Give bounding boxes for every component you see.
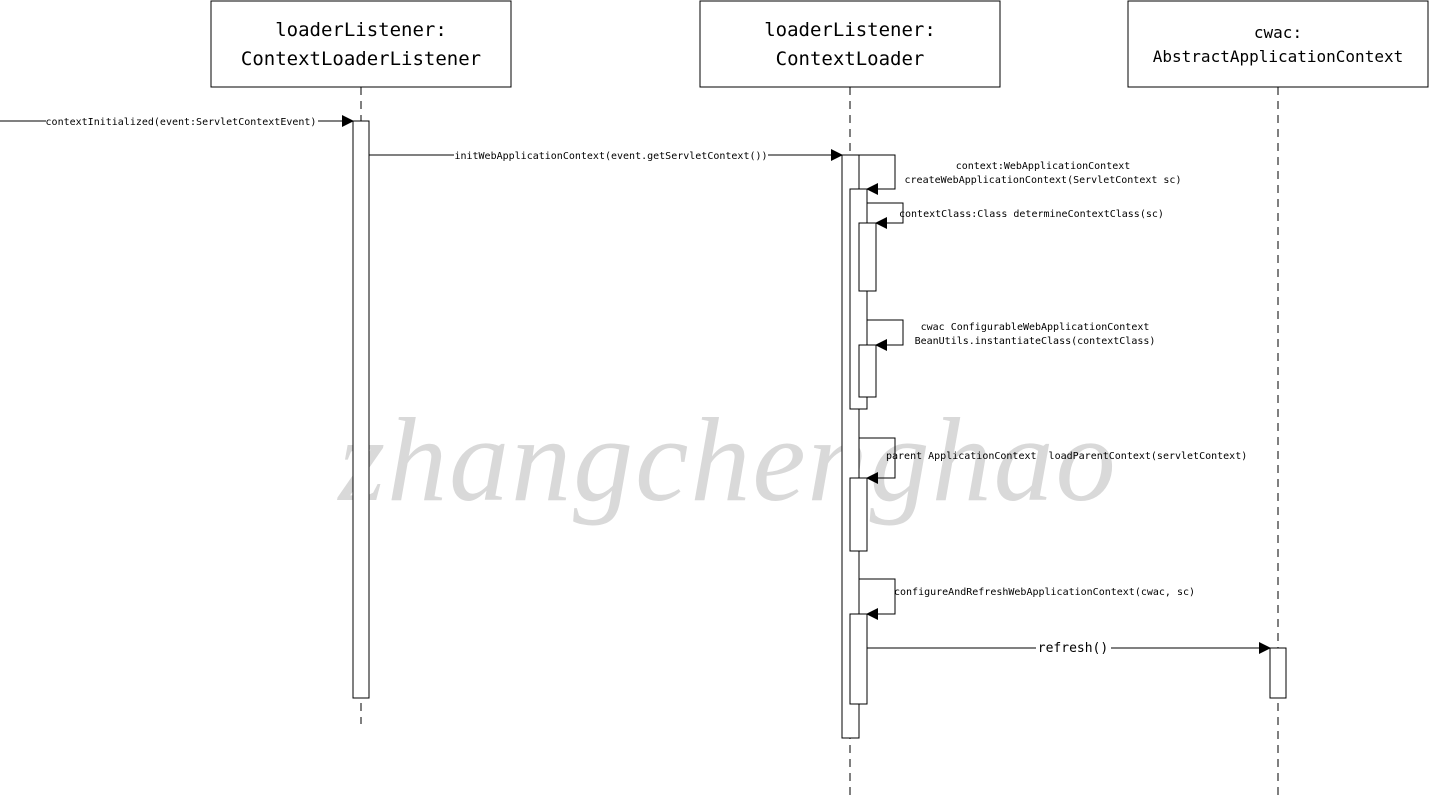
activation-bar-nested (858, 222, 877, 292)
activation-bar-nested (849, 477, 868, 552)
activation-bar-nested (858, 344, 877, 398)
self-message-arrow (859, 154, 896, 195)
activation-bar (1269, 647, 1287, 699)
message-context-initialized: contextInitialized(event:ServletContextE… (0, 114, 354, 128)
lifeline-name-line2: ContextLoader (776, 48, 925, 70)
self-message-arrow (867, 319, 904, 351)
self-message-arrow (859, 437, 896, 484)
lifeline-header-box[interactable] (699, 0, 1001, 88)
message-label: initWebApplicationContext(event.getServl… (454, 151, 767, 162)
self-message-arrow (867, 202, 904, 229)
watermark: zhangchenghao (336, 393, 1117, 526)
activation-bar (352, 120, 370, 699)
message-label: contextClass:Class determineContextClass… (899, 209, 1164, 220)
self-message-create-web-application-context: context:WebApplicationContext createWebA… (859, 154, 1182, 195)
message-label-line2: createWebApplicationContext(ServletConte… (905, 175, 1182, 186)
self-message-arrow (859, 578, 896, 620)
message-label-line2: BeanUtils.instantiateClass(contextClass) (915, 336, 1156, 347)
self-message-instantiate-class: cwac ConfigurableWebApplicationContext B… (867, 319, 1156, 351)
lifeline-abstract-application-context: cwac: AbstractApplicationContext (1127, 0, 1429, 796)
lifeline-header-box[interactable] (210, 0, 512, 88)
lifeline-name-line2: AbstractApplicationContext (1153, 47, 1403, 66)
message-label-line1: context:WebApplicationContext (956, 161, 1131, 172)
self-message-determine-context-class: contextClass:Class determineContextClass… (867, 202, 1164, 229)
lifeline-name-line1: cwac: (1254, 23, 1302, 42)
lifeline-header-box[interactable] (1127, 0, 1429, 88)
message-label-line1: cwac ConfigurableWebApplicationContext (921, 322, 1150, 333)
lifeline-name-line1: loaderListener: (764, 19, 936, 41)
message-label: refresh() (1038, 641, 1108, 656)
lifeline-name-line2: ContextLoaderListener (241, 48, 481, 70)
self-message-load-parent-context: parent ApplicationContext loadParentCont… (859, 437, 1247, 484)
self-message-configure-and-refresh: configureAndRefreshWebApplicationContext… (859, 578, 1195, 620)
activation-bar-nested (849, 613, 868, 705)
lifeline-context-loader: loaderListener: ContextLoader (699, 0, 1001, 796)
message-label: contextInitialized(event:ServletContextE… (46, 117, 317, 128)
message-label: parent ApplicationContext loadParentCont… (886, 451, 1247, 462)
lifeline-context-loader-listener: loaderListener: ContextLoaderListener (210, 0, 512, 724)
lifeline-name-line1: loaderListener: (275, 19, 447, 41)
message-label: configureAndRefreshWebApplicationContext… (894, 587, 1195, 598)
message-refresh: refresh() (867, 640, 1271, 656)
message-init-web-application-context: initWebApplicationContext(event.getServl… (369, 148, 843, 162)
